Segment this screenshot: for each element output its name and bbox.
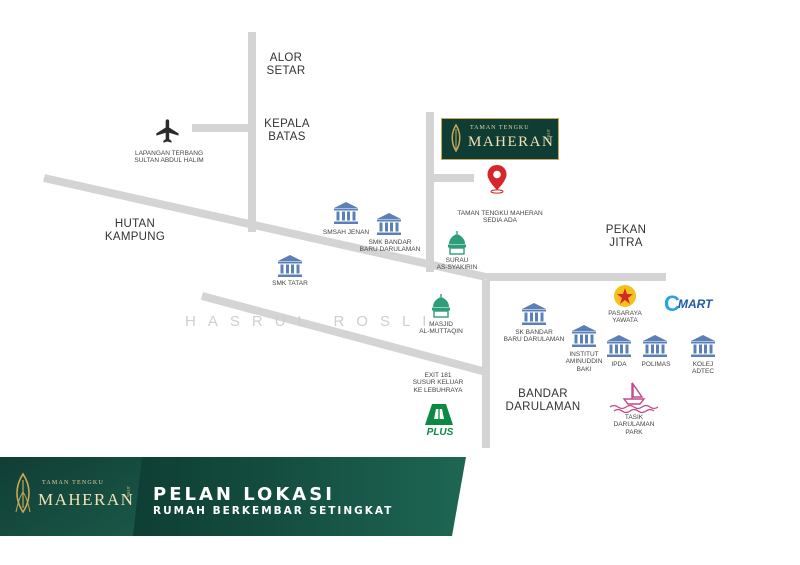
- maheran-map-logo: TAMAN TENGKU MAHERAN JITRA: [441, 118, 559, 160]
- label-pekan-jitra: PEKAN JITRA: [605, 224, 647, 250]
- school-icon-kolej: [691, 335, 715, 357]
- label-taman-tengku: TAMAN TENGKU MAHERAN SEDIA ADA: [457, 210, 543, 225]
- road-hutan-kampung: [43, 174, 487, 281]
- airplane-icon: [156, 119, 179, 143]
- road-lebuhraya: [200, 292, 488, 376]
- label-kepala-batas: KEPALA BATAS: [264, 118, 310, 144]
- label-bandar-darulaman: BANDAR DARULAMAN: [505, 388, 581, 414]
- label-hutan-kampung: HUTAN KAMPUNG: [104, 218, 166, 244]
- school-icon-smk-bandar: [377, 213, 401, 235]
- label-airport: LAPANGAN TERBANG SULTAN ABDUL HALIM: [134, 150, 204, 165]
- banner-leaf-icon: [15, 472, 31, 514]
- maheran-leaf-icon: [451, 123, 461, 153]
- label-polimas: POLIMAS: [641, 361, 671, 368]
- maheran-map-logo-side: JITRA: [546, 129, 551, 141]
- label-institut: INSTITUT AMINUDDIN BAKI: [565, 351, 603, 373]
- yawata-logo-icon: [614, 285, 636, 307]
- mosque-icon-surau: [448, 231, 466, 255]
- banner-title: PELAN LOKASI: [153, 484, 335, 505]
- cmart-logo-c: C: [664, 291, 680, 316]
- label-kolej: KOLEJ ADTEC: [691, 361, 715, 376]
- label-exit: EXIT 181 SUSUR KELUAR KE LEBUHRAYA: [412, 372, 464, 394]
- label-alor-setar: ALOR SETAR: [266, 52, 306, 78]
- cmart-logo: C MART: [664, 291, 718, 316]
- school-icon-smk-tatar: [278, 255, 302, 277]
- maheran-map-logo-small: TAMAN TENGKU: [470, 125, 530, 131]
- school-icon-ipda: [607, 335, 631, 357]
- location-pin-icon: [487, 165, 507, 194]
- school-icon-polimas: [643, 335, 667, 357]
- label-ipda: IPDA: [611, 361, 627, 368]
- school-icon-institut: [572, 325, 596, 347]
- cmart-logo-text: MART: [678, 297, 713, 311]
- banner-subtitle: RUMAH BERKEMBAR SETINGKAT: [153, 505, 394, 517]
- school-icon-smsah-jenan: [334, 202, 358, 224]
- banner-logo-box: [0, 457, 142, 536]
- label-smk-bandar: SMK BANDAR BARU DARULAMAN: [359, 239, 421, 254]
- plus-logo-text: PLUS: [426, 427, 454, 438]
- label-smk-tatar: SMK TATAR: [272, 280, 308, 287]
- banner-logo-big: MAHERAN: [38, 490, 135, 509]
- watermark-text: HASRUL ROSLI: [185, 313, 439, 330]
- mosque-icon-masjid: [432, 294, 450, 318]
- plus-highway-logo-icon: [425, 404, 453, 425]
- banner-logo-side: JITRA: [126, 486, 131, 498]
- label-tasik: TASIK DARULAMAN PARK: [613, 414, 655, 436]
- label-pasaraya: PASARAYA YAWATA: [608, 310, 642, 325]
- label-masjid: MASJID AL-MUTTAQIN: [419, 321, 463, 336]
- school-icon-sk-bandar: [522, 303, 546, 325]
- label-smsah-jenan: SMSAH JENAN: [322, 229, 370, 236]
- boat-lake-icon: [609, 381, 659, 413]
- banner-logo-small: TAMAN TENGKU: [42, 480, 104, 486]
- label-surau: SURAU AS-SYAKIRIN: [436, 257, 478, 272]
- maheran-map-logo-big: MAHERAN: [468, 134, 555, 150]
- banner-logo: TAMAN TENGKU MAHERAN JITRA: [10, 470, 133, 522]
- label-sk-bandar: SK BANDAR BARU DARULAMAN: [503, 329, 565, 344]
